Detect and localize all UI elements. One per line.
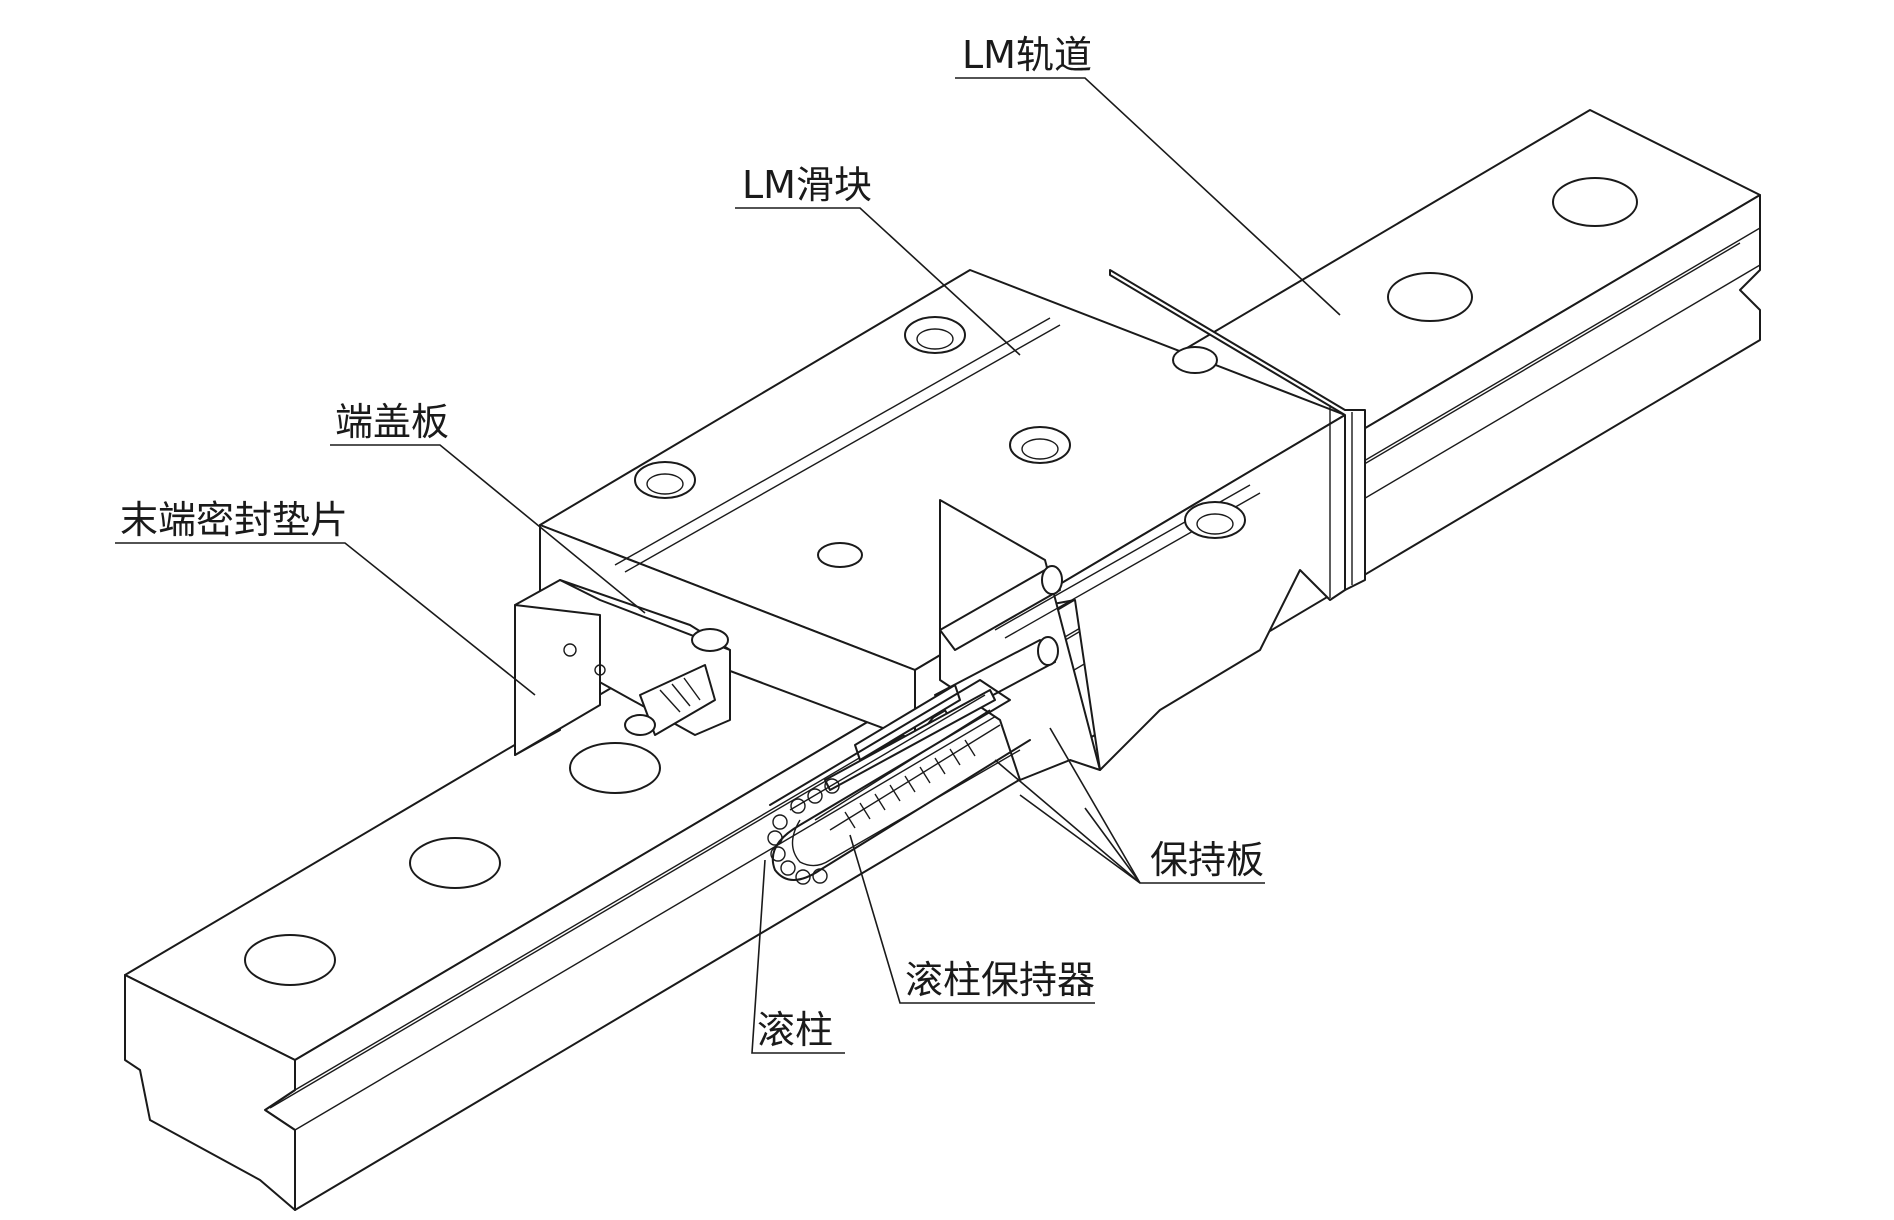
label-retainer-plate: 保持板: [1150, 838, 1264, 882]
labels: LM轨道 LM滑块 端盖板 末端密封垫片 保持板 滚柱保持器 滚柱: [120, 33, 1264, 1052]
label-roller: 滚柱: [757, 1008, 833, 1052]
lm-block: [539, 269, 1366, 781]
roller-circuit: [767, 565, 1063, 885]
label-lm-block: LM滑块: [742, 163, 872, 207]
end-plate-and-seal: [514, 579, 731, 756]
label-end-seal: 末端密封垫片: [120, 498, 348, 542]
leader-lines: [115, 77, 1341, 1054]
label-lm-rail: LM轨道: [962, 33, 1092, 77]
label-end-plate: 端盖板: [335, 400, 449, 444]
label-roller-cage: 滚柱保持器: [905, 958, 1095, 1002]
